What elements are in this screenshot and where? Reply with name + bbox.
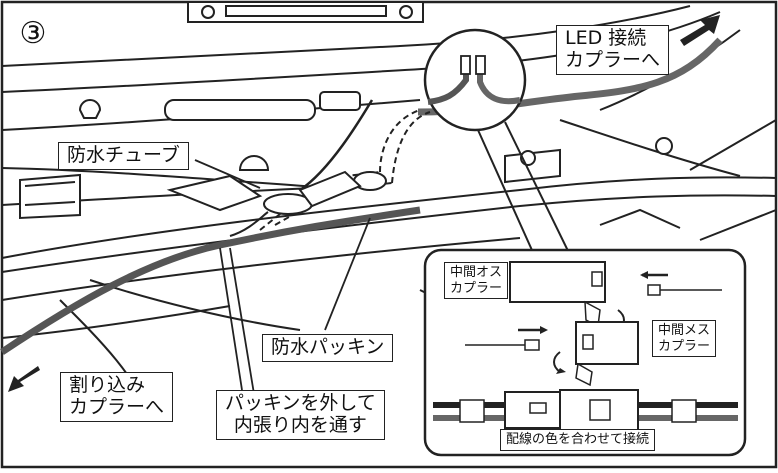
- callout-leaders: [194, 159, 371, 401]
- male-coupler-label-line2: カプラー: [450, 280, 503, 296]
- waterproof-packing-label: 防水パッキン: [262, 334, 394, 362]
- warikomi-coupler-label-line2: カプラーへ: [69, 395, 165, 418]
- male-coupler-label: 中間オス カプラー: [444, 262, 509, 300]
- warikomi-coupler-label-line1: 割り込み: [69, 374, 146, 396]
- waterproof-tube: [263, 170, 387, 215]
- route-instruction-line2: 内張り内を通す: [233, 413, 367, 436]
- direction-arrows: [8, 15, 720, 392]
- warikomi-coupler-label: 割り込み カプラーへ: [60, 372, 174, 422]
- female-coupler-label: 中間メス カプラー: [652, 320, 717, 358]
- arrow-down-left: [8, 366, 40, 392]
- route-instruction-line1: パッキンを外して: [225, 392, 376, 414]
- route-instruction-label: パッキンを外して 内張り内を通す: [216, 390, 385, 440]
- zoom-circle-wires: [427, 55, 521, 105]
- male-coupler-label-line1: 中間オス: [450, 265, 503, 280]
- led-coupler-label-line2: カプラーへ: [565, 48, 661, 71]
- zoom-circle: [423, 28, 527, 132]
- mounting-clips: [19, 91, 674, 220]
- female-coupler-label-line2: カプラー: [658, 338, 711, 354]
- led-coupler-label-line1: LED 接続: [565, 27, 647, 49]
- waterproof-tube-label: 防水チューブ: [58, 142, 189, 170]
- female-coupler-label-line1: 中間メス: [658, 323, 711, 338]
- step-number: ③: [11, 12, 55, 56]
- led-coupler-label: LED 接続 カプラーへ: [556, 25, 670, 75]
- arrow-up-right: [680, 15, 720, 46]
- top-plate: [187, 1, 424, 23]
- detail-panel: [423, 248, 747, 457]
- zoom-leader-lines: [477, 121, 571, 269]
- wiring-instruction-label: 配線の色を合わせて接続: [500, 429, 656, 451]
